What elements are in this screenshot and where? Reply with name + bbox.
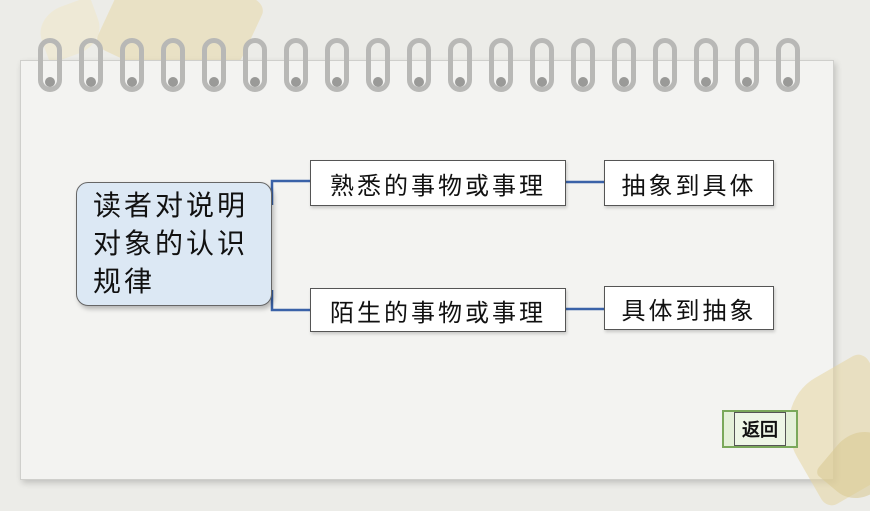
ring — [407, 38, 431, 92]
connector-lines — [270, 179, 604, 312]
back-button-label: 返回 — [734, 412, 786, 446]
ring — [284, 38, 308, 92]
ring — [612, 38, 636, 92]
ring — [530, 38, 554, 92]
back-button[interactable]: 返回 — [722, 410, 798, 448]
ring — [120, 38, 144, 92]
ring — [694, 38, 718, 92]
root-line: 规律 — [93, 265, 156, 298]
ring — [325, 38, 349, 92]
ring — [653, 38, 677, 92]
connector-root-to-branch-1 — [270, 179, 310, 205]
branch-node-unfamiliar: 陌生的事物或事理 — [310, 288, 566, 332]
ring — [776, 38, 800, 92]
ring — [489, 38, 513, 92]
ring — [202, 38, 226, 92]
ring — [735, 38, 759, 92]
ring — [571, 38, 595, 92]
ring — [366, 38, 390, 92]
ring — [448, 38, 472, 92]
root-line: 读者对说明 — [93, 189, 249, 222]
root-node: 读者对说明 对象的认识 规律 — [76, 182, 272, 306]
ring — [38, 38, 62, 92]
result-node-concrete-to-abstract: 具体到抽象 — [604, 286, 774, 330]
root-line: 对象的认识 — [93, 227, 249, 260]
branch-node-familiar: 熟悉的事物或事理 — [310, 160, 566, 206]
ring — [243, 38, 267, 92]
result-node-abstract-to-concrete: 抽象到具体 — [604, 160, 774, 206]
ring — [161, 38, 185, 92]
ring — [79, 38, 103, 92]
connector-root-to-branch-2 — [270, 290, 310, 312]
